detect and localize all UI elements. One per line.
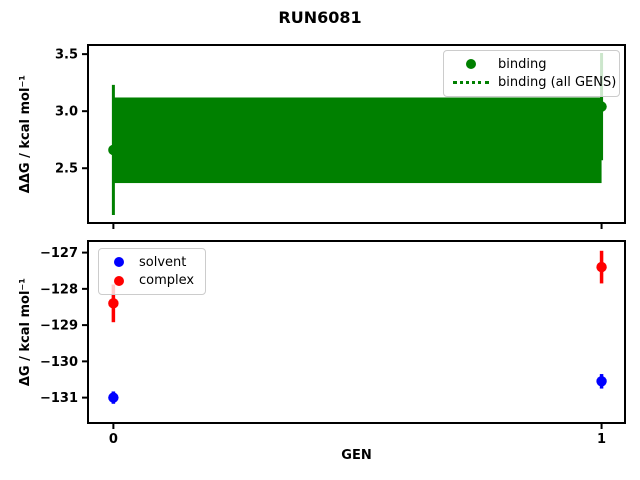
binding-point-gen1 [596,101,607,112]
x-tick-label: 0 [109,432,118,447]
y-tick-label: −127 [40,246,78,261]
legend-label-binding: binding [498,56,547,72]
figure-title: RUN6081 [278,8,362,27]
solvent-point-gen1 [596,376,607,387]
complex-dot-icon [114,275,124,286]
dotted-line-icon [453,81,489,85]
binding-dot-icon [466,59,476,70]
legend-entry-binding: binding [452,55,611,74]
legend-label-complex: complex [139,273,195,289]
solvent-point-gen0 [108,392,119,403]
x-axis-label: GEN [341,448,372,463]
top-axes: 3.5 3.0 2.5 [55,44,626,229]
binding-point-gen0 [108,144,119,156]
y-tick-label: −129 [40,319,78,334]
axes-frame [87,44,626,224]
y-tick-label: 3.5 [55,48,78,63]
complex-point-gen0 [108,298,119,309]
solvent-dot-icon [114,257,124,268]
bottom-ylabel-wrap: ΔG / kcal mol⁻¹ [12,241,38,423]
binding-legend: binding binding (all GENS) [443,50,620,97]
legend-entry-complex: complex [107,272,197,291]
axes-frame [87,240,626,424]
y-tick-label: −131 [40,391,78,406]
bottom-axes: −127 −128 −129 −130 −131 0 1 [40,240,626,447]
legend-label-binding-all-gens: binding (all GENS) [498,75,617,91]
legend-entry-binding-all-gens: binding (all GENS) [452,74,616,93]
legend-label-solvent: solvent [139,254,187,270]
top-y-axis-label: ΔΔG / kcal mol⁻¹ [17,74,33,194]
y-tick-label: −128 [40,282,78,297]
x-tick-label: 1 [597,432,606,447]
y-tick-label: 2.5 [55,162,78,177]
dg-legend: solvent complex [98,248,206,295]
legend-entry-solvent: solvent [107,253,197,272]
complex-point-gen1 [596,261,607,273]
top-ylabel-wrap: ΔΔG / kcal mol⁻¹ [12,45,38,223]
all-gens-band [113,97,602,184]
y-tick-label: −130 [40,355,78,370]
y-tick-label: 3.0 [55,105,78,120]
bottom-y-axis-label: ΔG / kcal mol⁻¹ [17,277,33,387]
